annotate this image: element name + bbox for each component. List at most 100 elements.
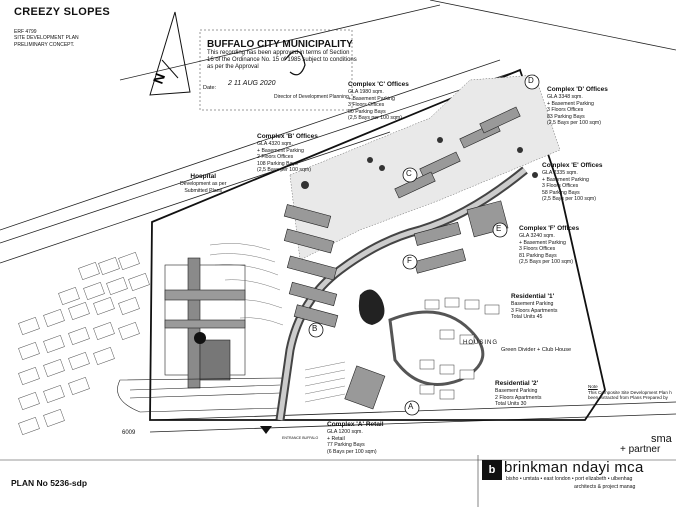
housing-label: HOUSING — [463, 340, 499, 346]
residential-2-line: Total Units 30 — [495, 401, 527, 408]
firm-name: brinkman ndayi mca — [504, 459, 644, 476]
hospital-title: Hospital — [190, 173, 217, 180]
residential-1-title: Residential '1' — [511, 293, 555, 300]
firm-cities: bisho • umtata • east london • port eliz… — [506, 476, 633, 482]
complex-c-title: Complex 'C' Offices — [348, 81, 409, 88]
complex-b-line: 2 Floors Offices — [257, 154, 294, 161]
complex-d-title: Complex 'D' Offices — [547, 86, 608, 93]
residential-1-line: Basement Parking — [511, 301, 554, 308]
complex-d-line: 3 Floors Offices — [547, 107, 584, 114]
complex-f-label: Complex 'F' Offices GLA 3240 sqm. + Base… — [519, 225, 580, 266]
plan-number: PLAN No 5236-sdp — [11, 478, 88, 488]
complex-f-line: + Basement Parking — [519, 239, 566, 246]
loop-road — [388, 310, 485, 386]
consultant-partner: + partner — [620, 444, 661, 455]
entrance-label: ENTRANCE BUFFALO — [282, 436, 319, 440]
complex-a-line: 77 Parking Bays — [327, 442, 365, 449]
residential-2-line: Basement Parking — [495, 388, 538, 395]
complex-b-title: Complex 'B' Offices — [257, 133, 318, 140]
note-block: Note This Composite Site Development Pla… — [588, 384, 672, 401]
complex-a-title: Complex 'A' Retail — [327, 421, 384, 428]
complex-f-line: 3 Floors Offices — [519, 246, 556, 253]
zone-markers — [308, 74, 540, 416]
complex-b-line: + Basement Parking — [257, 147, 304, 154]
residential-1-line: 3 Floors Apartments — [511, 307, 558, 314]
date-value: 2 11 AUG 2020 — [228, 80, 276, 87]
complex-f-line: 81 Parking Bays — [519, 252, 557, 259]
green-divider-label: Green Divider + Club House — [501, 347, 572, 353]
parking-lot — [304, 361, 346, 403]
complex-d-line: GLA 3348 sqm. — [547, 94, 583, 101]
complex-f-line: GLA 3240 sqm. — [519, 233, 555, 240]
residential-units — [419, 297, 500, 400]
note-line: This Composite Site Development Plan h — [588, 389, 672, 395]
complex-a-line: + Retail — [327, 435, 345, 442]
complex-b-line: GLA 4320 sqm. — [257, 141, 293, 148]
erf-number: ERF 4799 — [14, 29, 37, 35]
residential-1-line: Total Units 45 — [511, 314, 543, 321]
complex-d-label: Complex 'D' Offices GLA 3348 sqm. + Base… — [547, 86, 608, 127]
entrance-marker — [260, 426, 272, 434]
note-line: been extracted from Plans Prepared by — [588, 395, 668, 400]
complex-d-line: (2,5 Bays per 100 sqm) — [547, 120, 601, 127]
complex-e-line: 58 Parking Bays — [542, 189, 580, 196]
complex-c-line: 50 Parking Bays — [348, 108, 386, 115]
complex-f-line: (2,5 Bays per 100 sqm) — [519, 259, 573, 266]
complex-a-line: (6 Bays per 100 sqm) — [327, 448, 377, 455]
complex-c-line: GLA 1980 sqm. — [348, 89, 384, 96]
erf-label: 6009 — [122, 430, 136, 436]
complex-c-line: 3 Floors Offices — [348, 102, 385, 109]
complex-e-title: Complex 'E' Offices — [542, 162, 603, 169]
complex-c-line: + Basement Parking — [348, 95, 395, 102]
complex-f-title: Complex 'F' Offices — [519, 225, 580, 232]
firm-services: architects & project manag — [574, 484, 636, 490]
complex-b-line: 108 Parking Bays — [257, 160, 298, 167]
firm-logo-icon: b — [482, 460, 502, 480]
residential-1-label: Residential '1' Basement Parking 3 Floor… — [511, 293, 558, 321]
complex-e-line: (2,5 Bays per 100 sqm) — [542, 196, 596, 203]
approval-text: This recording has been approved in term… — [207, 50, 357, 70]
zone-letter-d: D — [528, 76, 534, 85]
north-arrow-label: N — [150, 71, 168, 86]
signature — [284, 50, 306, 76]
zone-letter-f: F — [407, 256, 412, 265]
consultant-name: sma — [651, 433, 672, 445]
complex-e-line: + Basement Parking — [542, 176, 589, 183]
complex-e-label: Complex 'E' Offices GLA 2335 sqm. + Base… — [542, 162, 603, 203]
plan-status: PRELIMINARY CONCEPT. — [14, 42, 75, 48]
contour-lines — [209, 243, 284, 326]
tree-clumps — [301, 137, 538, 189]
north-arrow-icon — [149, 11, 191, 96]
zone-letter-c: C — [406, 169, 412, 178]
complex-b-label: Complex 'B' Offices GLA 4320 sqm. + Base… — [257, 133, 318, 174]
date-label: Date: — [203, 85, 217, 91]
residential-2-label: Residential '2' Basement Parking 2 Floor… — [495, 380, 542, 408]
site-boundary — [149, 68, 606, 421]
plan-type: SITE DEVELOPMENT PLAN — [14, 35, 79, 41]
note-heading: Note — [588, 384, 598, 389]
complex-c-label: Complex 'C' Offices GLA 1980 sqm. + Base… — [348, 81, 409, 122]
complex-c-line: (2,5 Bays per 100 sqm) — [348, 115, 402, 122]
residential-2-title: Residential '2' — [495, 380, 539, 387]
residential-2-line: 2 Floors Apartments — [495, 394, 542, 401]
hospital-line: Development as per — [180, 181, 227, 188]
road-lines — [0, 0, 676, 433]
complex-a-line: GLA 1200 sqm. — [327, 429, 363, 436]
zone-letter-a: A — [408, 402, 414, 411]
complex-a-label: Complex 'A' Retail GLA 1200 sqm. + Retai… — [327, 421, 384, 455]
complex-e-line: GLA 2335 sqm. — [542, 170, 578, 177]
complex-d-line: 83 Parking Bays — [547, 113, 585, 120]
pond — [358, 289, 385, 325]
project-title: CREEZY SLOPES — [14, 6, 110, 18]
approval-stamp — [199, 29, 353, 111]
director-label: Director of Development Planning — [274, 94, 349, 100]
hospital-marker — [194, 332, 206, 344]
suburb-plots — [18, 251, 150, 436]
complex-d-line: + Basement Parking — [547, 100, 594, 107]
hospital-label: Hospital Development as per Submitted Pl… — [180, 173, 227, 194]
zone-letter-b: B — [312, 324, 318, 333]
zone-letter-e: E — [496, 224, 502, 233]
complex-b-line: (2,5 Bays per 100 sqm) — [257, 167, 311, 174]
complex-e-line: 3 Floors Offices — [542, 183, 579, 190]
